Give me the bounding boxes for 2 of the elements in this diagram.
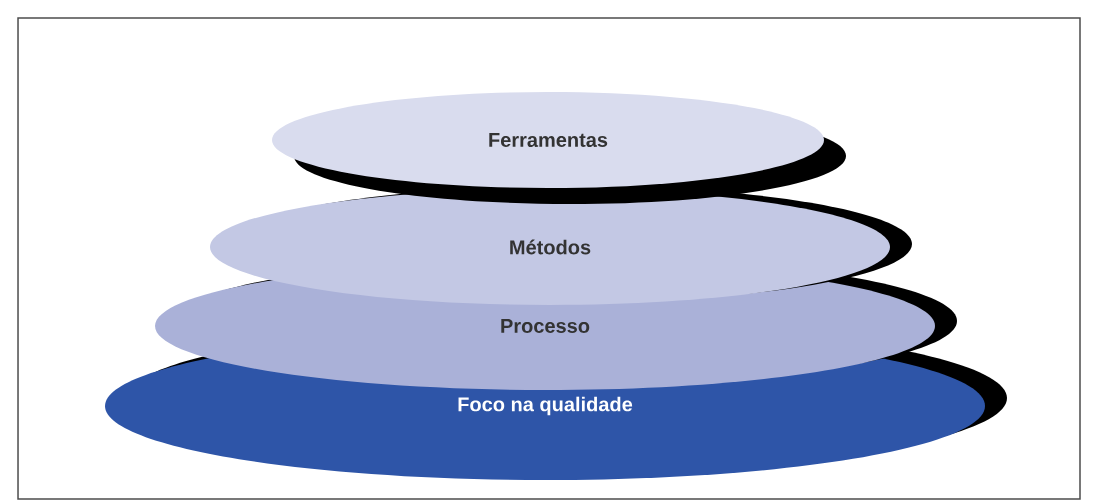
disc: Métodos bbox=[210, 186, 912, 305]
disc: Ferramentas bbox=[272, 92, 846, 204]
